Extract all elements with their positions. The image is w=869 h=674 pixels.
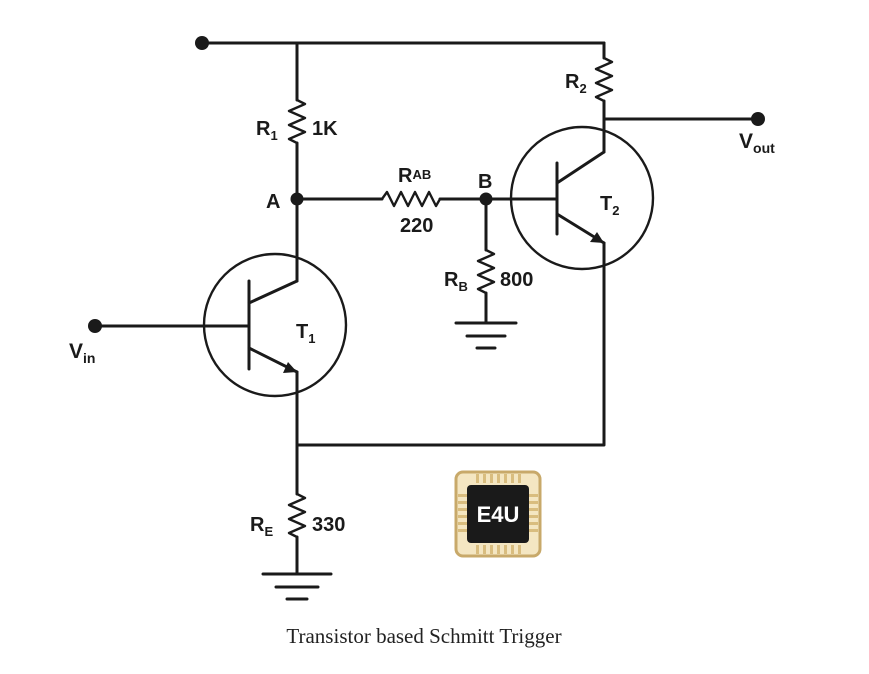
emitter-common-wire — [295, 241, 606, 496]
node-a-label: A — [266, 191, 280, 213]
t2-label: T2 — [600, 193, 619, 218]
rab-label: RAB — [398, 165, 431, 187]
rab-value: 220 — [400, 215, 433, 237]
ground-symbol-rb — [454, 321, 518, 350]
resistor-r1 — [287, 41, 307, 201]
r1-label: R1 — [256, 118, 278, 143]
ground-symbol-re — [261, 572, 333, 601]
supply-terminal — [195, 36, 209, 50]
r2-label: R2 — [565, 71, 587, 96]
t1-label: T1 — [296, 321, 315, 346]
transistor-t2 — [509, 125, 655, 271]
resistor-re — [287, 492, 307, 576]
supply-rail — [195, 36, 606, 50]
resistor-rab — [295, 190, 488, 208]
re-label: RE — [250, 514, 273, 539]
vout-label: Vout — [739, 130, 775, 156]
figure-caption: Transistor based Schmitt Trigger — [286, 624, 561, 648]
vout-terminal — [602, 112, 765, 126]
re-value: 330 — [312, 514, 345, 536]
resistor-rb — [476, 197, 496, 325]
vin-terminal — [88, 319, 251, 333]
rb-label: RB — [444, 269, 468, 294]
logo-text: E4U — [477, 502, 520, 527]
e4u-chip-logo: E4U — [454, 470, 542, 558]
transistor-t1 — [202, 197, 348, 398]
rb-value: 800 — [500, 269, 533, 291]
node-b-label: B — [478, 171, 492, 193]
r1-value: 1K — [312, 118, 338, 140]
vin-label: Vin — [69, 340, 95, 366]
resistor-r2 — [594, 41, 614, 154]
